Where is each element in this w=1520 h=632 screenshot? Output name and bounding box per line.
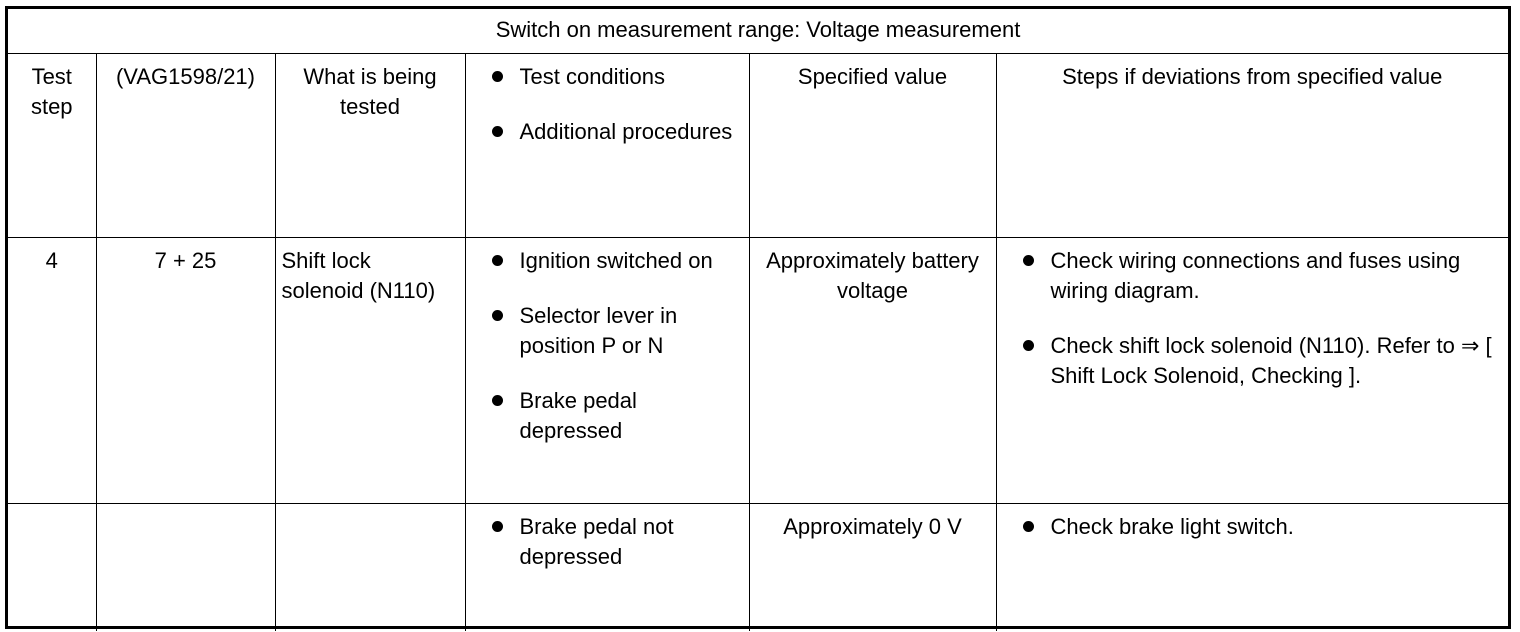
step-text: Check brake light switch. [1050,514,1294,539]
cell-steps: Check wiring connections and fuses using… [995,237,1508,504]
list-item: Brake pedal depressed [472,386,743,446]
condition-text: Brake pedal not depressed [519,514,674,569]
header-row: Test step (VAG1598/21) What is being tes… [8,53,1508,238]
title-row: Switch on measurement range: Voltage mea… [8,9,1508,54]
cell-specified-value: Approximately battery voltage [748,237,997,504]
cell-what-tested [274,503,466,631]
table-row: 4 7 + 25 Shift lock solenoid (N110) Igni… [8,237,1508,504]
bullet-icon [491,310,503,321]
cell-specified-value: Approximately 0 V [748,503,997,631]
list-item: Check brake light switch. [1003,512,1503,542]
test-table-frame: Switch on measurement range: Voltage mea… [5,6,1511,631]
cell-conditions: Brake pedal not depressed [464,503,750,631]
cell-steps: Check brake light switch. [995,503,1508,631]
bullet-icon [1022,521,1034,532]
test-table: Switch on measurement range: Voltage mea… [8,9,1508,631]
bullet-icon [491,71,503,82]
condition-text: Ignition switched on [519,248,713,273]
list-item: Ignition switched on [472,246,743,276]
header-vag: (VAG1598/21) [95,53,276,238]
bullet-icon [491,395,503,406]
list-item: Check wiring connections and fuses using… [1003,246,1503,306]
cell-vag: 7 + 25 [95,237,276,504]
header-steps: Steps if deviations from specified value [995,53,1508,238]
cell-vag [95,503,276,631]
step-text: Check wiring connections and fuses using… [1050,248,1461,303]
header-what-tested: What is being tested [274,53,466,238]
table-title: Switch on measurement range: Voltage mea… [8,9,1508,54]
step-text: Check shift lock solenoid (N110). Refer … [1050,333,1492,388]
cell-conditions: Ignition switched on Selector lever in p… [464,237,750,504]
header-test-step: Test step [8,53,97,238]
condition-text: Selector lever in position P or N [519,303,678,358]
header-condition-label: Test conditions [519,64,666,89]
bullet-icon [491,126,503,137]
bullet-icon [1022,255,1034,266]
bullet-icon [1022,340,1034,351]
header-conditions: Test conditions Additional procedures [464,53,750,238]
list-item: Selector lever in position P or N [472,301,743,361]
table-row: Brake pedal not depressed Approximately … [8,503,1508,631]
list-item: Test conditions [472,62,743,92]
bullet-icon [491,255,503,266]
header-condition-label: Additional procedures [519,119,733,144]
list-item: Additional procedures [472,117,743,147]
cell-test-step [8,503,97,631]
cell-test-step: 4 [8,237,97,504]
header-specified-value: Specified value [748,53,997,238]
condition-text: Brake pedal depressed [519,388,637,443]
list-item: Check shift lock solenoid (N110). Refer … [1003,331,1503,391]
list-item: Brake pedal not depressed [472,512,743,572]
bullet-icon [491,521,503,532]
cell-what-tested: Shift lock solenoid (N110) [274,237,466,504]
